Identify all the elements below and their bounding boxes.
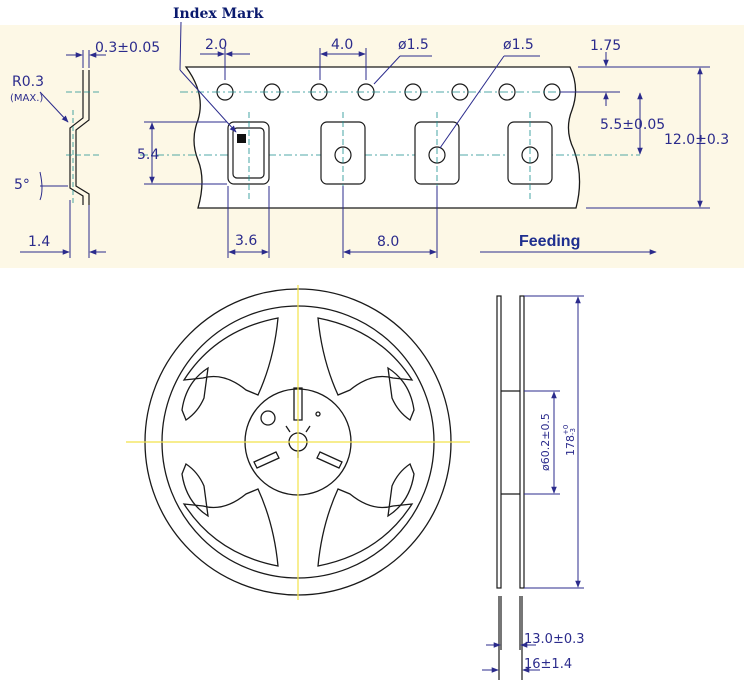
angle-label: 5° <box>14 177 30 193</box>
hole-dia-leader-1 <box>373 55 401 85</box>
index-mark-square <box>237 134 246 143</box>
hole-dia-label-2: ø1.5 <box>503 37 534 53</box>
hole-pitch-label: 4.0 <box>331 37 353 53</box>
edge-offset-label: 1.75 <box>590 38 621 54</box>
hub-dia-dimension <box>524 390 560 495</box>
index-mark-leader-v <box>179 21 182 71</box>
reel-dia-tol-lower: -3 <box>569 428 577 435</box>
hole-edge-label: 2.0 <box>205 37 227 53</box>
tape-body <box>184 66 581 209</box>
hole-dia-label-1: ø1.5 <box>398 37 429 53</box>
pocket-offset-label: 5.5±0.05 <box>600 117 665 133</box>
depth-dimension <box>20 200 106 258</box>
pocket-index <box>227 121 270 185</box>
tape-side-profile <box>66 70 100 205</box>
hole-edge-dimension <box>200 48 250 80</box>
pocket-width-label: 3.6 <box>235 233 257 249</box>
thickness-dimension <box>66 50 106 68</box>
hole-pitch-dimension <box>319 48 367 80</box>
radius-label: R0.3 <box>12 74 44 90</box>
depth-label: 1.4 <box>28 234 50 250</box>
pocket-width-dimension <box>227 186 270 258</box>
reel-centerlines <box>126 285 470 600</box>
tape-centerlines <box>140 91 640 156</box>
thickness-label: 0.3±0.05 <box>95 40 160 56</box>
reel-side-view <box>496 295 525 680</box>
radius-leader <box>39 91 69 123</box>
tape-width-dimension <box>580 66 710 209</box>
index-mark-label: Index Mark <box>173 6 264 22</box>
pocket-pitch-dimension <box>342 186 438 258</box>
reel-dia-dimension <box>524 295 584 589</box>
pockets <box>320 121 553 185</box>
sprocket-holes <box>216 83 561 101</box>
reel-dia-label-group: 178 +0 -3 <box>562 425 577 456</box>
inner-width-label: 13.0±0.3 <box>524 632 585 647</box>
pocket-length-dimension <box>144 121 227 185</box>
pocket-centerlines <box>248 112 531 200</box>
outer-width-label: 16±1.4 <box>524 657 572 672</box>
tape-width-label: 12.0±0.3 <box>664 132 729 148</box>
feeding-label: Feeding <box>519 233 580 250</box>
reel-dia-label: 178 <box>564 435 577 456</box>
hub-dia-label: ø60.2±0.5 <box>539 413 552 471</box>
radius-note: (MAX.) <box>10 93 43 104</box>
reel-dia-tol-upper: +0 <box>562 425 570 435</box>
angle-arc <box>39 171 43 201</box>
pocket-length-label: 5.4 <box>137 147 159 163</box>
hole-dia-leader-2 <box>439 55 505 149</box>
pocket-pitch-label: 8.0 <box>377 234 399 250</box>
